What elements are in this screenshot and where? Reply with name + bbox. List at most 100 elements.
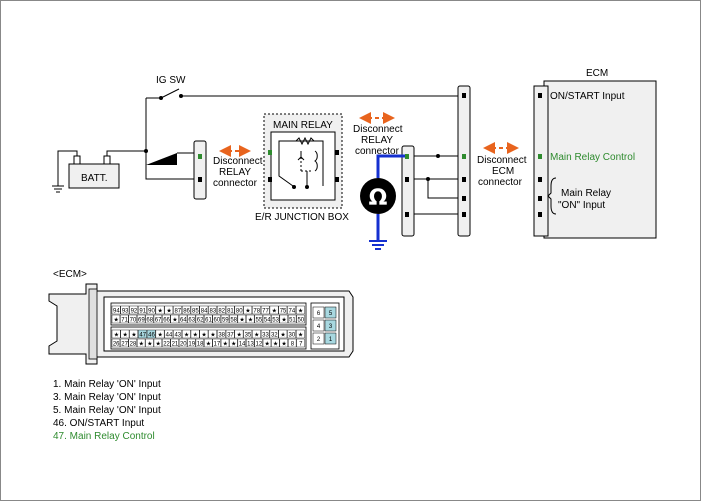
ecm-pin-label: 70 bbox=[130, 317, 137, 323]
ecm-pin-label: 47 bbox=[139, 332, 146, 338]
ecm-pin-label: 32 bbox=[271, 332, 278, 338]
ecm-pin-cell bbox=[254, 338, 263, 348]
ecm-pin-label: 14 bbox=[239, 341, 246, 347]
ecm-pin-label: 63 bbox=[188, 317, 195, 323]
ecm-main-relay-on-line2: "ON" Input bbox=[558, 200, 605, 211]
legend-item-47: 47. Main Relay Control bbox=[53, 431, 155, 442]
ecm-pin-cell bbox=[287, 329, 296, 339]
ecm-side-pin-cell bbox=[312, 332, 325, 345]
ecm-pin-label: 85 bbox=[192, 308, 199, 314]
ecm-side-pin-cell bbox=[312, 306, 325, 319]
ecm-pin-label: 69 bbox=[138, 317, 145, 323]
ecm-pin-label: ★ bbox=[273, 340, 278, 347]
disconnect-relay-1-line1: Disconnect bbox=[213, 156, 263, 167]
ecm-pin-label: 90 bbox=[148, 308, 155, 314]
ecm-pin-label: ★ bbox=[206, 340, 211, 347]
disconnect-relay-1-line3: connector bbox=[213, 178, 258, 189]
ecm-pin-label: 53 bbox=[272, 317, 279, 323]
relay-connector-2 bbox=[401, 145, 415, 237]
ecm-pin-cell bbox=[204, 314, 213, 324]
ecm-pin-label: 71 bbox=[121, 317, 128, 323]
ecm-side-pin-cell bbox=[324, 332, 337, 345]
ecm-pin-cell bbox=[146, 329, 156, 339]
ecm-pin-label: 55 bbox=[256, 317, 263, 323]
ecm-pin-label: 59 bbox=[222, 317, 229, 323]
ecm-pin-cell bbox=[212, 314, 221, 324]
ecm-pin-cell bbox=[212, 338, 221, 348]
ecm-pin-label: ★ bbox=[166, 307, 171, 314]
ecm-pin-cell bbox=[138, 305, 147, 315]
ecm-pin-cell bbox=[120, 329, 130, 339]
ecm-pin-cell bbox=[252, 329, 261, 339]
ecm-pin-cell bbox=[120, 314, 129, 324]
ecm-pin-cell bbox=[170, 314, 179, 324]
ecm-pin-label: 33 bbox=[262, 332, 269, 338]
ig-switch: IG SW bbox=[146, 75, 463, 100]
ecm-title: ECM bbox=[586, 68, 608, 79]
ecm-pin-cell bbox=[120, 338, 129, 348]
disconnect-ecm-line1: Disconnect bbox=[477, 155, 527, 166]
ecm-pin-label: 20 bbox=[180, 341, 187, 347]
ecm-pin-cell bbox=[195, 314, 205, 324]
ecm-pin-cell bbox=[111, 314, 121, 324]
ecm-main-relay-control-label: Main Relay Control bbox=[550, 152, 635, 163]
ecm-pin-label: ★ bbox=[298, 331, 303, 338]
ecm-pin-cell bbox=[153, 314, 163, 324]
ohmmeter: Ω bbox=[360, 178, 396, 214]
ecm-pin-cell bbox=[243, 329, 253, 339]
ecm-pin-label: 30 bbox=[288, 332, 295, 338]
ecm-pin-cell bbox=[190, 305, 200, 315]
ecm-pin-label: 19 bbox=[188, 341, 195, 347]
connector-pin-green bbox=[198, 154, 202, 159]
ecm-pin-cell bbox=[162, 314, 171, 324]
ecm-pin-label: 83 bbox=[210, 308, 217, 314]
ecm-pin-cell bbox=[111, 305, 121, 315]
ecm-pin-label: ★ bbox=[114, 316, 119, 323]
ecm-pin-label: 68 bbox=[146, 317, 153, 323]
pin-legend: 1. Main Relay 'ON' Input 3. Main Relay '… bbox=[53, 378, 161, 443]
ecm-pin-label: 61 bbox=[205, 317, 212, 323]
ecm-pin-label: 87 bbox=[174, 308, 181, 314]
meter-probe-wire bbox=[376, 154, 405, 178]
ecm-pin-cell bbox=[155, 329, 165, 339]
ecm-pin-cell bbox=[199, 329, 209, 339]
ecm-side-pin-label: 5 bbox=[329, 311, 333, 317]
ecm-pin-cell bbox=[190, 329, 200, 339]
main-relay-label: MAIN RELAY bbox=[273, 120, 333, 131]
ecm-pin-label: ★ bbox=[158, 331, 163, 338]
ecm-pin-label: 17 bbox=[214, 341, 221, 347]
ecm-pin-cell bbox=[220, 338, 230, 348]
ecm-pin-cell bbox=[229, 338, 238, 348]
ecm-pin-cell bbox=[181, 305, 191, 315]
ecm-pin-cell bbox=[279, 338, 288, 348]
ecm-harness-connector bbox=[457, 85, 471, 237]
ecm-pin-label: ★ bbox=[139, 340, 144, 347]
ecm-pin-label: 13 bbox=[247, 341, 254, 347]
ecm-pin-cell bbox=[155, 305, 165, 315]
ecm-pin-cell bbox=[129, 305, 139, 315]
ecm-pin-label: 67 bbox=[155, 317, 162, 323]
connector-pin-black bbox=[198, 177, 202, 182]
ecm-pin-cell bbox=[111, 338, 121, 348]
ecm-pin-label: 27 bbox=[121, 341, 128, 347]
ecm-pin-cell bbox=[246, 338, 255, 348]
ecm-pin-cell bbox=[178, 338, 188, 348]
ecm-pin-label: 74 bbox=[288, 308, 295, 314]
ecm-side-pin-cell bbox=[312, 319, 325, 332]
ecm-pin-label: ★ bbox=[184, 331, 189, 338]
ecm-pin-label: ★ bbox=[193, 331, 198, 338]
ecm-pin-label: 21 bbox=[172, 341, 179, 347]
disconnect-relay-1-line2: RELAY bbox=[219, 167, 251, 178]
ecm-pin-label: 26 bbox=[113, 341, 120, 347]
ecm-pin-label: ★ bbox=[201, 331, 206, 338]
junction-dot bbox=[144, 149, 148, 153]
ecm-pin-cell bbox=[195, 338, 205, 348]
ecm-bracket bbox=[547, 177, 557, 215]
ecm-pin-cell bbox=[288, 314, 297, 324]
ecm-pin-cell bbox=[187, 338, 196, 348]
legend-item-1: 1. Main Relay 'ON' Input bbox=[53, 379, 161, 390]
ecm-pin-cell bbox=[136, 338, 146, 348]
ecm-pin-label: 75 bbox=[280, 308, 287, 314]
ecm-pin-label: 50 bbox=[297, 317, 304, 323]
ecm-pin-cell bbox=[271, 338, 280, 348]
